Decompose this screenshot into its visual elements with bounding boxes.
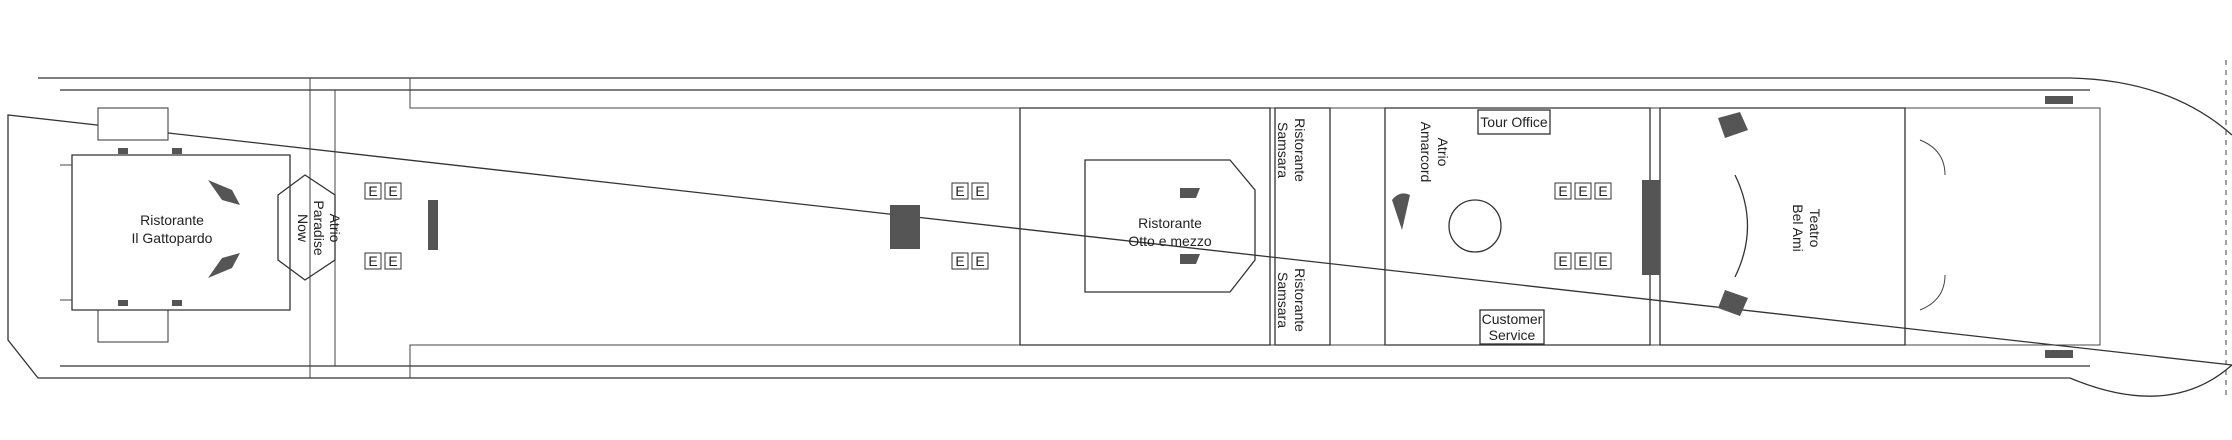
aft-elevator-bank: E E E E — [364, 182, 438, 270]
staircase-icon — [1392, 193, 1410, 230]
atrio-paradise-label-2: Paradise — [311, 200, 327, 255]
atrio-paradise-label-1: Atrio — [327, 214, 343, 243]
elevator-icon: E — [1554, 182, 1572, 200]
gattopardo-label-1: Ristorante — [140, 212, 204, 228]
svg-text:E: E — [975, 183, 984, 199]
elevator-icon: E — [1554, 252, 1572, 270]
teatro-label-1: Teatro — [1807, 209, 1823, 248]
ristorante-il-gattopardo: Ristorante Il Gattopardo — [60, 154, 291, 311]
elevator-icon: E — [1574, 252, 1592, 270]
elevator-icon: E — [971, 182, 989, 200]
samsara-bottom-label-2: Samsara — [1275, 272, 1291, 328]
svg-text:E: E — [368, 183, 377, 199]
elevator-icon: E — [971, 252, 989, 270]
hull-outline — [7, 60, 2232, 400]
svg-text:E: E — [1558, 253, 1567, 269]
svg-text:E: E — [1578, 253, 1587, 269]
gattopardo-label-2: Il Gattopardo — [132, 230, 213, 246]
ristorante-otto-e-mezzo: E E E E Ristorante Otto e mezzo — [890, 107, 1271, 346]
svg-text:E: E — [1558, 183, 1567, 199]
teatro-label-2: Bel Ami — [1790, 204, 1806, 251]
staircase-icon — [208, 180, 240, 278]
svg-text:E: E — [1598, 183, 1607, 199]
staircase-icon — [428, 200, 438, 250]
atrio-paradise: Atrio Paradise Now — [277, 174, 343, 281]
elevator-icon: E — [384, 252, 402, 270]
otto-e-mezzo-label-1: Ristorante — [1138, 215, 1202, 231]
atrio-paradise-label-3: Now — [295, 214, 311, 243]
customer-service-label-2: Service — [1489, 327, 1536, 343]
samsara-top-label-2: Samsara — [1275, 122, 1291, 178]
elevator-icon: E — [364, 252, 382, 270]
ristorante-samsara: Ristorante Samsara Ristorante Samsara — [1274, 107, 1331, 346]
atrio-amarcord-label-1: Atrio — [1435, 138, 1451, 167]
elevator-icon: E — [1594, 252, 1612, 270]
svg-text:E: E — [388, 183, 397, 199]
otto-e-mezzo-label-2: Otto e mezzo — [1128, 233, 1211, 249]
elevator-icon: E — [1594, 182, 1612, 200]
forward-deck-details — [1919, 96, 2073, 358]
svg-text:E: E — [975, 253, 984, 269]
customer-service: Customer Service — [1479, 309, 1545, 345]
svg-text:E: E — [388, 253, 397, 269]
tour-office: Tour Office — [1477, 109, 1551, 135]
svg-text:E: E — [1578, 183, 1587, 199]
atrio-amarcord: Atrio Amarcord E E E E E E — [1384, 107, 1651, 346]
svg-text:E: E — [955, 253, 964, 269]
staircase-icon — [1642, 112, 1748, 316]
elevator-icon: E — [384, 182, 402, 200]
customer-service-label-1: Customer — [1482, 311, 1543, 327]
svg-text:E: E — [1598, 253, 1607, 269]
atrio-amarcord-label-2: Amarcord — [1418, 122, 1434, 183]
svg-text:E: E — [955, 183, 964, 199]
tour-office-label: Tour Office — [1480, 114, 1548, 130]
elevator-icon: E — [951, 182, 969, 200]
teatro-bel-ami: Teatro Bel Ami — [1642, 107, 1906, 346]
samsara-top-label-1: Ristorante — [1292, 118, 1308, 182]
staircase-icon — [890, 188, 1200, 264]
aft-deck-details — [97, 107, 182, 343]
elevator-icon: E — [364, 182, 382, 200]
samsara-bottom-label-1: Ristorante — [1292, 268, 1308, 332]
elevator-icon: E — [1574, 182, 1592, 200]
elevator-icon: E — [951, 252, 969, 270]
svg-text:E: E — [368, 253, 377, 269]
